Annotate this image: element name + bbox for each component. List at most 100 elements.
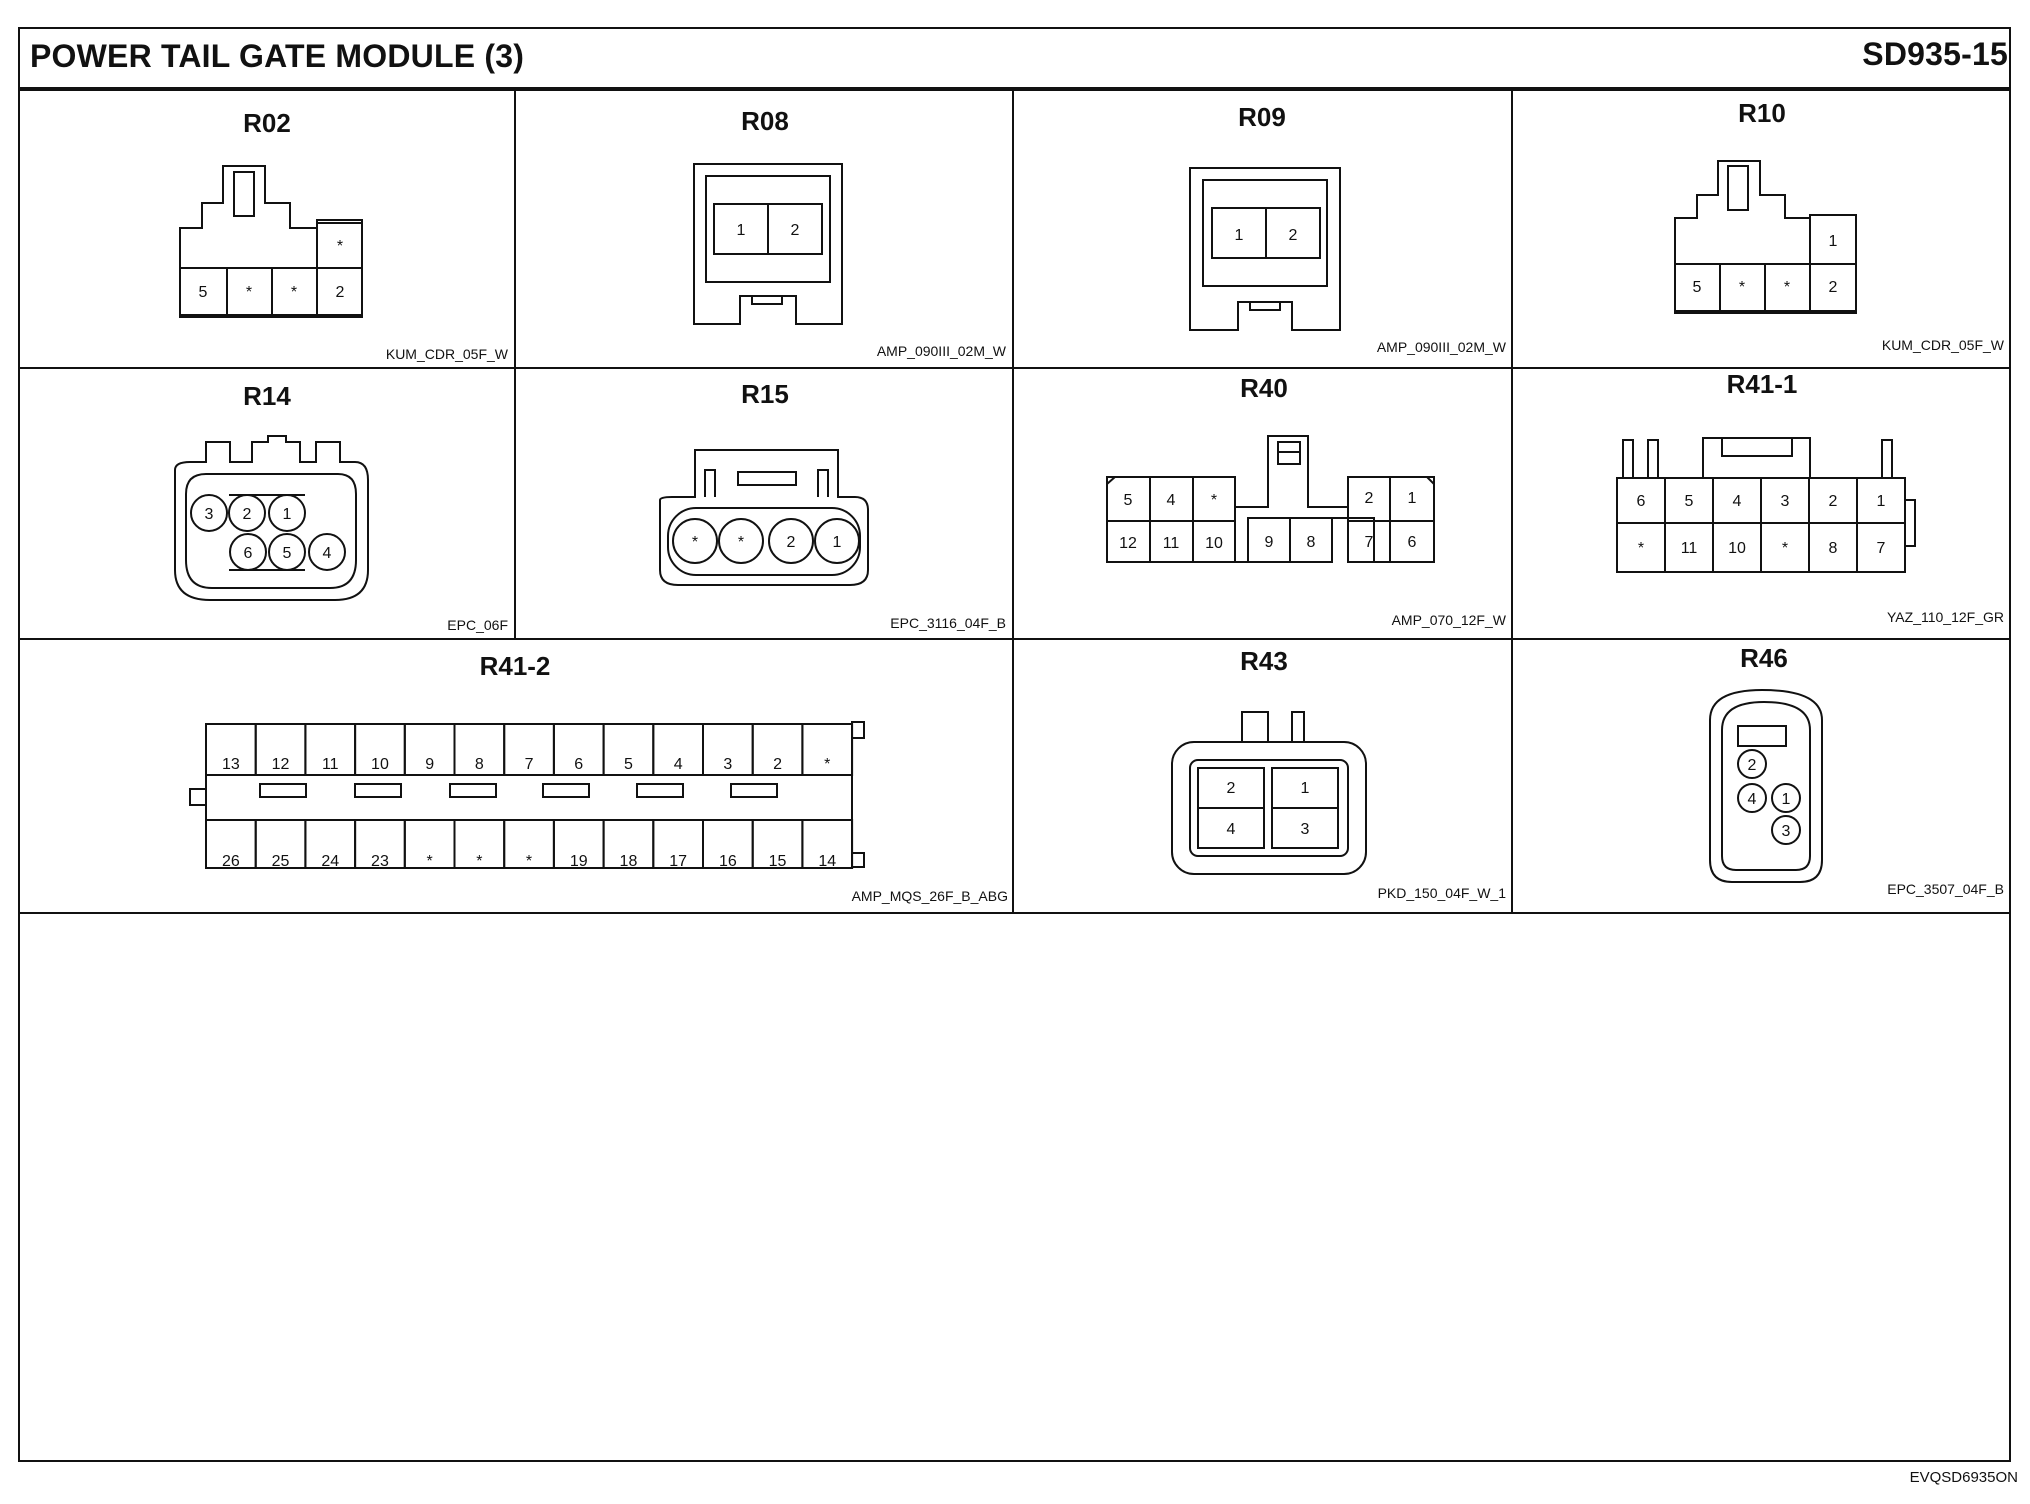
latch-tab	[1249, 301, 1281, 311]
pin-label: 1	[1829, 233, 1838, 250]
pin-label: 23	[371, 853, 389, 870]
connector-code: EPC_3507_04F_B	[1887, 881, 2004, 897]
pin-label: 3	[723, 756, 732, 773]
connector-housing	[174, 435, 369, 601]
connector-id: R15	[741, 379, 789, 409]
pin-circles	[1737, 749, 1801, 845]
pin-label: 1	[1235, 227, 1244, 244]
pin-label: 3	[205, 506, 214, 523]
pin-label: 11	[322, 756, 339, 773]
inner-cavity	[1189, 759, 1349, 857]
pin-label: 11	[1163, 535, 1180, 552]
pin-label: 18	[620, 853, 638, 870]
pin-label: *	[337, 238, 343, 255]
pin-label: 24	[321, 853, 339, 870]
pin-label: 16	[719, 853, 737, 870]
connector-R09: R09 1 2 AMP_090III_02M_W	[1189, 102, 1507, 355]
pin-label: 8	[1307, 534, 1316, 551]
inner-cavity	[185, 473, 357, 589]
connector-R40: R40 5 4 * 2 1 12 11 10 9 8 7 6 AMP_070_1…	[1106, 373, 1507, 628]
connector-R10: R10 1 5 * * 2 KUM_CDR_05F_W	[1674, 98, 2005, 353]
pin-label: 15	[769, 853, 787, 870]
connector-id: R43	[1240, 646, 1288, 676]
pin-label: 4	[1227, 821, 1236, 838]
page-title: POWER TAIL GATE MODULE (3)	[30, 38, 525, 74]
terminal-slots	[259, 783, 778, 798]
pin-label: 3	[1782, 823, 1791, 840]
connector-R41-1: R41-1 6 5 4 3 2 1 * 11 10	[1616, 369, 2004, 625]
pin-cells	[1617, 478, 1905, 572]
document-id: SD935-15	[1862, 36, 2008, 72]
pin-cell	[1265, 207, 1321, 259]
pin-label: 1	[833, 534, 842, 551]
connector-R14: R14 3 2 1 6 5 4 EPC_06F	[174, 381, 508, 633]
inner-frame	[705, 175, 831, 283]
connector-code: PKD_150_04F_W_1	[1378, 885, 1507, 901]
pin-label: 5	[283, 545, 292, 562]
inner-cavity	[1721, 700, 1811, 871]
pin-label: 2	[336, 284, 345, 301]
pin-label: 2	[1829, 279, 1838, 296]
pin-label: 2	[1829, 493, 1838, 510]
connector-id: R10	[1738, 98, 1786, 128]
pin-label: 11	[1681, 540, 1698, 557]
connector-code: AMP_090III_02M_W	[1377, 339, 1507, 355]
pin-label: 2	[1365, 490, 1374, 507]
pin-label: 6	[244, 545, 253, 562]
pin-label: *	[427, 853, 433, 870]
pin-label: *	[1638, 540, 1644, 557]
connector-code: AMP_090III_02M_W	[877, 343, 1007, 359]
pin-label: 2	[791, 222, 800, 239]
pin-label: 17	[669, 853, 687, 870]
locking-latch	[1727, 165, 1749, 211]
pin-cell	[801, 723, 854, 776]
pin-label: 10	[371, 756, 389, 773]
connector-id: R41-2	[480, 651, 551, 681]
connector-housing	[693, 163, 843, 325]
pin-label: 12	[1119, 535, 1137, 552]
connector-code: AMP_MQS_26F_B_ABG	[852, 888, 1008, 904]
pin-label: 19	[570, 853, 588, 870]
pin-label: 10	[1728, 540, 1746, 557]
pin-label: 4	[1748, 791, 1757, 808]
pin-label: 5	[624, 756, 633, 773]
pin-cells	[179, 222, 363, 316]
connector-code: EPC_06F	[447, 617, 508, 633]
pin-label: 8	[475, 756, 484, 773]
pin-label: 6	[1637, 493, 1646, 510]
pin-cell	[767, 203, 823, 255]
connector-id: R14	[243, 381, 291, 411]
connector-code: KUM_CDR_05F_W	[386, 346, 509, 362]
latch-slot	[737, 471, 797, 486]
pin-cells	[1106, 476, 1435, 563]
side-tab	[1904, 499, 1916, 547]
pin-cells	[205, 723, 854, 869]
outer-frame	[18, 27, 2011, 1462]
connector-housing	[189, 721, 865, 869]
pin-label: *	[476, 853, 482, 870]
housing-posts	[1622, 437, 1893, 479]
connector-id: R46	[1740, 643, 1788, 673]
locking-latch	[233, 171, 255, 217]
pin-label: 2	[1289, 227, 1298, 244]
pin-label: 9	[425, 756, 434, 773]
housing-posts	[1241, 711, 1305, 743]
pin-label: 6	[574, 756, 583, 773]
footer-code: EVQSD6935ON	[1909, 1469, 2018, 1486]
pin-label: 4	[1167, 492, 1176, 509]
grid-lines	[19, 89, 2010, 914]
pin-label: 12	[272, 756, 290, 773]
pin-label: 2	[1227, 780, 1236, 797]
connector-id: R40	[1240, 373, 1288, 403]
pin-label: 1	[1782, 791, 1791, 808]
locking-ramp	[704, 469, 829, 497]
pin-label: 5	[1693, 279, 1702, 296]
connector-R46: R46 2 4 1 3 EPC_3507_04F_B	[1709, 643, 2004, 897]
connector-housing	[1709, 688, 1823, 883]
pin-label: 1	[283, 506, 292, 523]
pin-label: 5	[1685, 493, 1694, 510]
pin-label: 9	[1265, 534, 1274, 551]
pin-label: 25	[272, 853, 290, 870]
